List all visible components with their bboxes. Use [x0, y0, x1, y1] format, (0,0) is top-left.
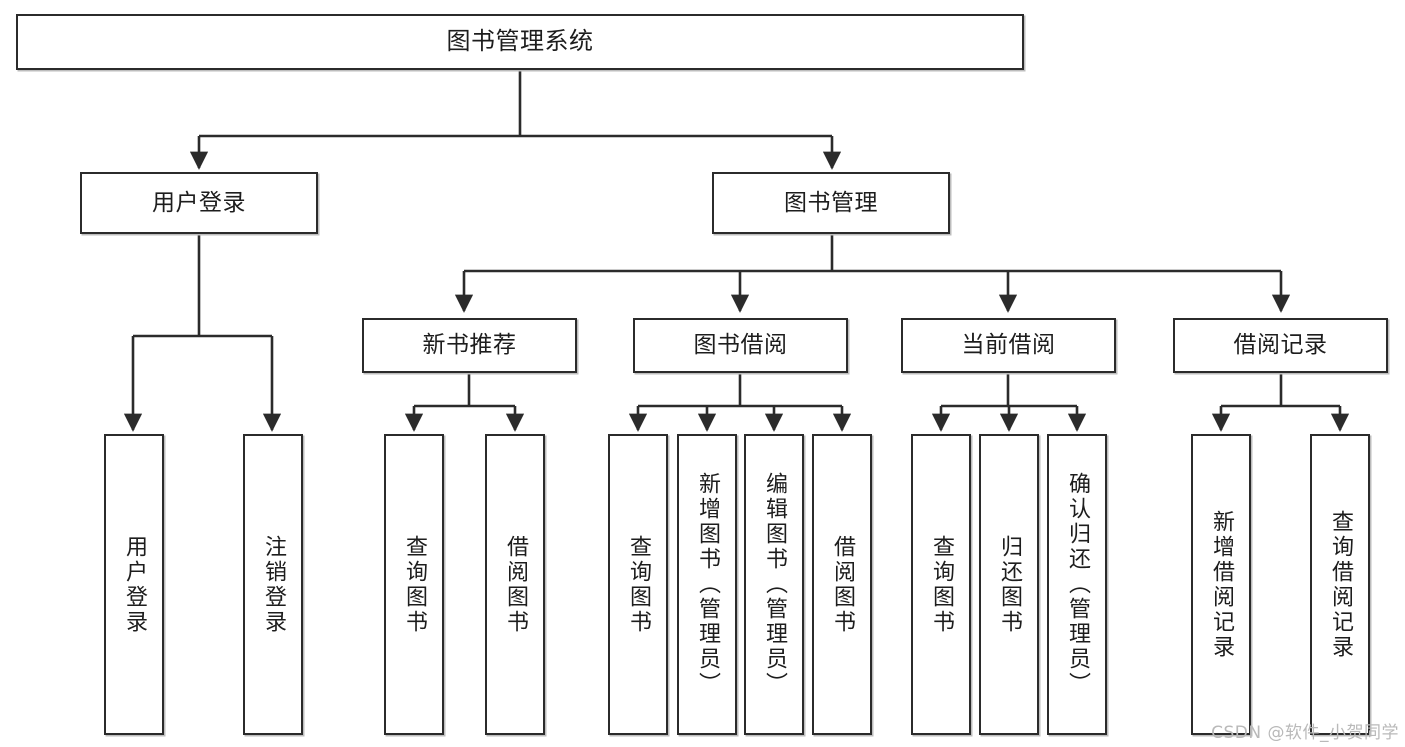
node-label: 查询借阅记录: [1328, 509, 1353, 660]
node-book-management[interactable]: 图书管理: [712, 172, 950, 234]
leaf-current-borrow-query[interactable]: 查询图书: [911, 434, 971, 735]
node-label: 当前借阅: [961, 332, 1056, 359]
leaf-book-borrow-edit[interactable]: 编辑图书（管理员）: [744, 434, 804, 735]
node-book-borrow[interactable]: 图书借阅: [633, 318, 848, 373]
node-label: 查询图书: [402, 534, 427, 635]
leaf-borrow-record-add[interactable]: 新增借阅记录: [1191, 434, 1251, 735]
node-label: 新增借阅记录: [1209, 509, 1234, 660]
node-label: 归还图书: [997, 534, 1022, 635]
node-label: 确认归还（管理员）: [1065, 472, 1090, 697]
leaf-book-borrow-borrow[interactable]: 借阅图书: [812, 434, 872, 735]
node-label: 借阅图书: [503, 534, 528, 635]
leaf-book-borrow-query[interactable]: 查询图书: [608, 434, 668, 735]
leaf-user-login-login[interactable]: 用户登录: [104, 434, 164, 735]
node-user-login[interactable]: 用户登录: [80, 172, 318, 234]
node-label: 查询图书: [626, 534, 651, 635]
node-label: 新增图书（管理员）: [695, 472, 720, 697]
node-label: 借阅图书: [830, 534, 855, 635]
node-current-borrow[interactable]: 当前借阅: [901, 318, 1116, 373]
node-label: 用户登录: [122, 534, 147, 635]
node-label: 图书管理: [784, 189, 878, 216]
leaf-user-login-logout[interactable]: 注销登录: [243, 434, 303, 735]
node-label: 用户登录: [152, 189, 246, 216]
node-root-book-management-system[interactable]: 图书管理系统: [16, 14, 1024, 70]
node-label: 查询图书: [929, 534, 954, 635]
leaf-borrow-record-query[interactable]: 查询借阅记录: [1310, 434, 1370, 735]
node-label: 借阅记录: [1233, 332, 1328, 359]
node-label: 图书管理系统: [446, 27, 594, 56]
node-label: 图书借阅: [693, 332, 788, 359]
node-label: 新书推荐: [422, 332, 517, 359]
node-borrow-record[interactable]: 借阅记录: [1173, 318, 1388, 373]
leaf-current-borrow-return[interactable]: 归还图书: [979, 434, 1039, 735]
leaf-new-book-borrow[interactable]: 借阅图书: [485, 434, 545, 735]
leaf-current-borrow-confirm-return[interactable]: 确认归还（管理员）: [1047, 434, 1107, 735]
watermark-text: CSDN @软件_小贺同学: [1211, 723, 1399, 743]
node-label: 编辑图书（管理员）: [762, 472, 787, 697]
node-new-book-recommend[interactable]: 新书推荐: [362, 318, 577, 373]
leaf-new-book-query[interactable]: 查询图书: [384, 434, 444, 735]
node-label: 注销登录: [261, 534, 286, 635]
leaf-book-borrow-add[interactable]: 新增图书（管理员）: [677, 434, 737, 735]
